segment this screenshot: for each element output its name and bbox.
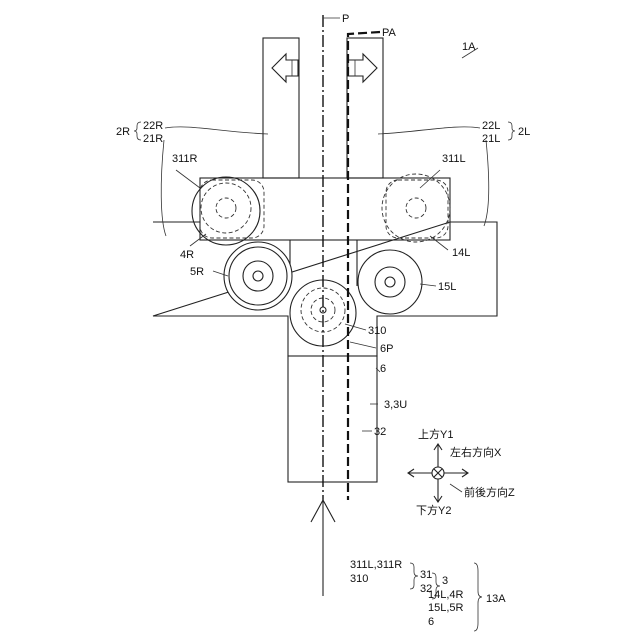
label-32: 32 bbox=[374, 426, 386, 438]
legend-row4: 14L,4R bbox=[428, 589, 464, 601]
legend-3: 3 bbox=[442, 575, 448, 587]
legend-row1: 311L,311R bbox=[350, 559, 402, 571]
label-3-3U: 3,3U bbox=[384, 399, 407, 411]
legend-31: 31 bbox=[420, 569, 432, 581]
label-PA: PA bbox=[382, 27, 397, 39]
label-311L: 311L bbox=[442, 153, 466, 165]
brace-13A bbox=[474, 563, 482, 631]
roller-4R bbox=[192, 177, 260, 245]
label-2R: 2R bbox=[116, 126, 130, 138]
brace-31 bbox=[410, 563, 418, 589]
label-22L: 22L bbox=[482, 120, 500, 132]
label-6: 6 bbox=[380, 363, 386, 375]
legend-13A: 13A bbox=[486, 593, 506, 605]
conveyance-guide bbox=[288, 356, 377, 482]
legend-row2: 310 bbox=[350, 573, 368, 585]
label-dir-down: 下方Y2 bbox=[416, 503, 451, 517]
brace-2L bbox=[508, 122, 515, 140]
guide-plate-left bbox=[347, 38, 383, 178]
legend-row5: 15L,5R bbox=[428, 602, 464, 614]
label-310: 310 bbox=[368, 325, 386, 337]
label-dir-lr: 左右方向X bbox=[450, 445, 502, 459]
arrow-left-icon bbox=[272, 54, 298, 82]
label-14L: 14L bbox=[452, 247, 470, 259]
roller-5R bbox=[224, 242, 292, 310]
label-P: P bbox=[342, 13, 349, 25]
label-dir-up: 上方Y1 bbox=[418, 427, 453, 441]
label-21R: 21R bbox=[143, 133, 163, 145]
label-21L: 21L bbox=[482, 133, 500, 145]
label-figure-id: 1A bbox=[462, 41, 476, 53]
label-2L: 2L bbox=[518, 126, 530, 138]
arrow-right-icon bbox=[348, 54, 377, 82]
label-dir-fb: 前後方向Z bbox=[464, 485, 515, 499]
label-22R: 22R bbox=[143, 120, 163, 132]
label-311R: 311R bbox=[172, 153, 198, 165]
label-6P: 6P bbox=[380, 343, 393, 355]
legend-row6: 6 bbox=[428, 616, 434, 628]
label-4R: 4R bbox=[180, 249, 194, 261]
label-5R: 5R bbox=[190, 266, 204, 278]
roller-15L bbox=[358, 250, 422, 314]
label-15L: 15L bbox=[438, 281, 456, 293]
brace-2R bbox=[134, 122, 141, 140]
